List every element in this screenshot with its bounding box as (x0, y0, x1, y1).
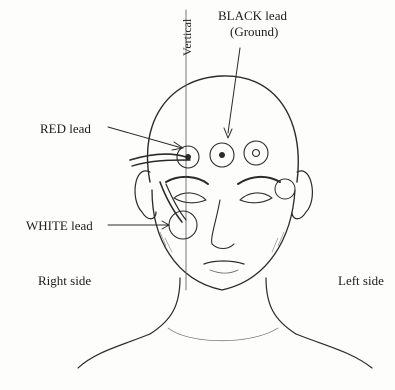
white-lead-wire (160, 182, 182, 222)
neck-left (266, 278, 296, 334)
black-electrode-center (219, 152, 225, 158)
shoulder-right (78, 334, 150, 368)
mouth (204, 261, 244, 264)
spare-electrode (244, 141, 268, 165)
spare-electrode-lower (275, 179, 295, 199)
neck-right (150, 278, 180, 334)
spare-electrode-center (253, 150, 260, 157)
red-lead-pointer (108, 127, 182, 148)
right-eyebrow (166, 177, 208, 184)
ground-label: (Ground) (230, 24, 278, 39)
lower-lip (210, 270, 238, 273)
left-eyebrow (238, 177, 280, 184)
white-lead-label: WHITE lead (26, 218, 93, 233)
black-lead-label: BLACK lead (218, 8, 287, 23)
red-lead-label: RED lead (40, 121, 91, 136)
right-side-label: Right side (38, 273, 91, 288)
collar-shading (168, 328, 278, 341)
head-outline (147, 76, 298, 182)
black-lead-pointer (228, 48, 240, 133)
nose (212, 200, 234, 249)
right-ear (135, 171, 156, 219)
right-eye (174, 193, 206, 203)
left-side-label: Left side (338, 273, 384, 288)
left-eye (240, 193, 272, 203)
vertical-label: Vertical (180, 19, 195, 56)
jaw-outline (152, 190, 295, 290)
shoulder-left (296, 334, 372, 368)
